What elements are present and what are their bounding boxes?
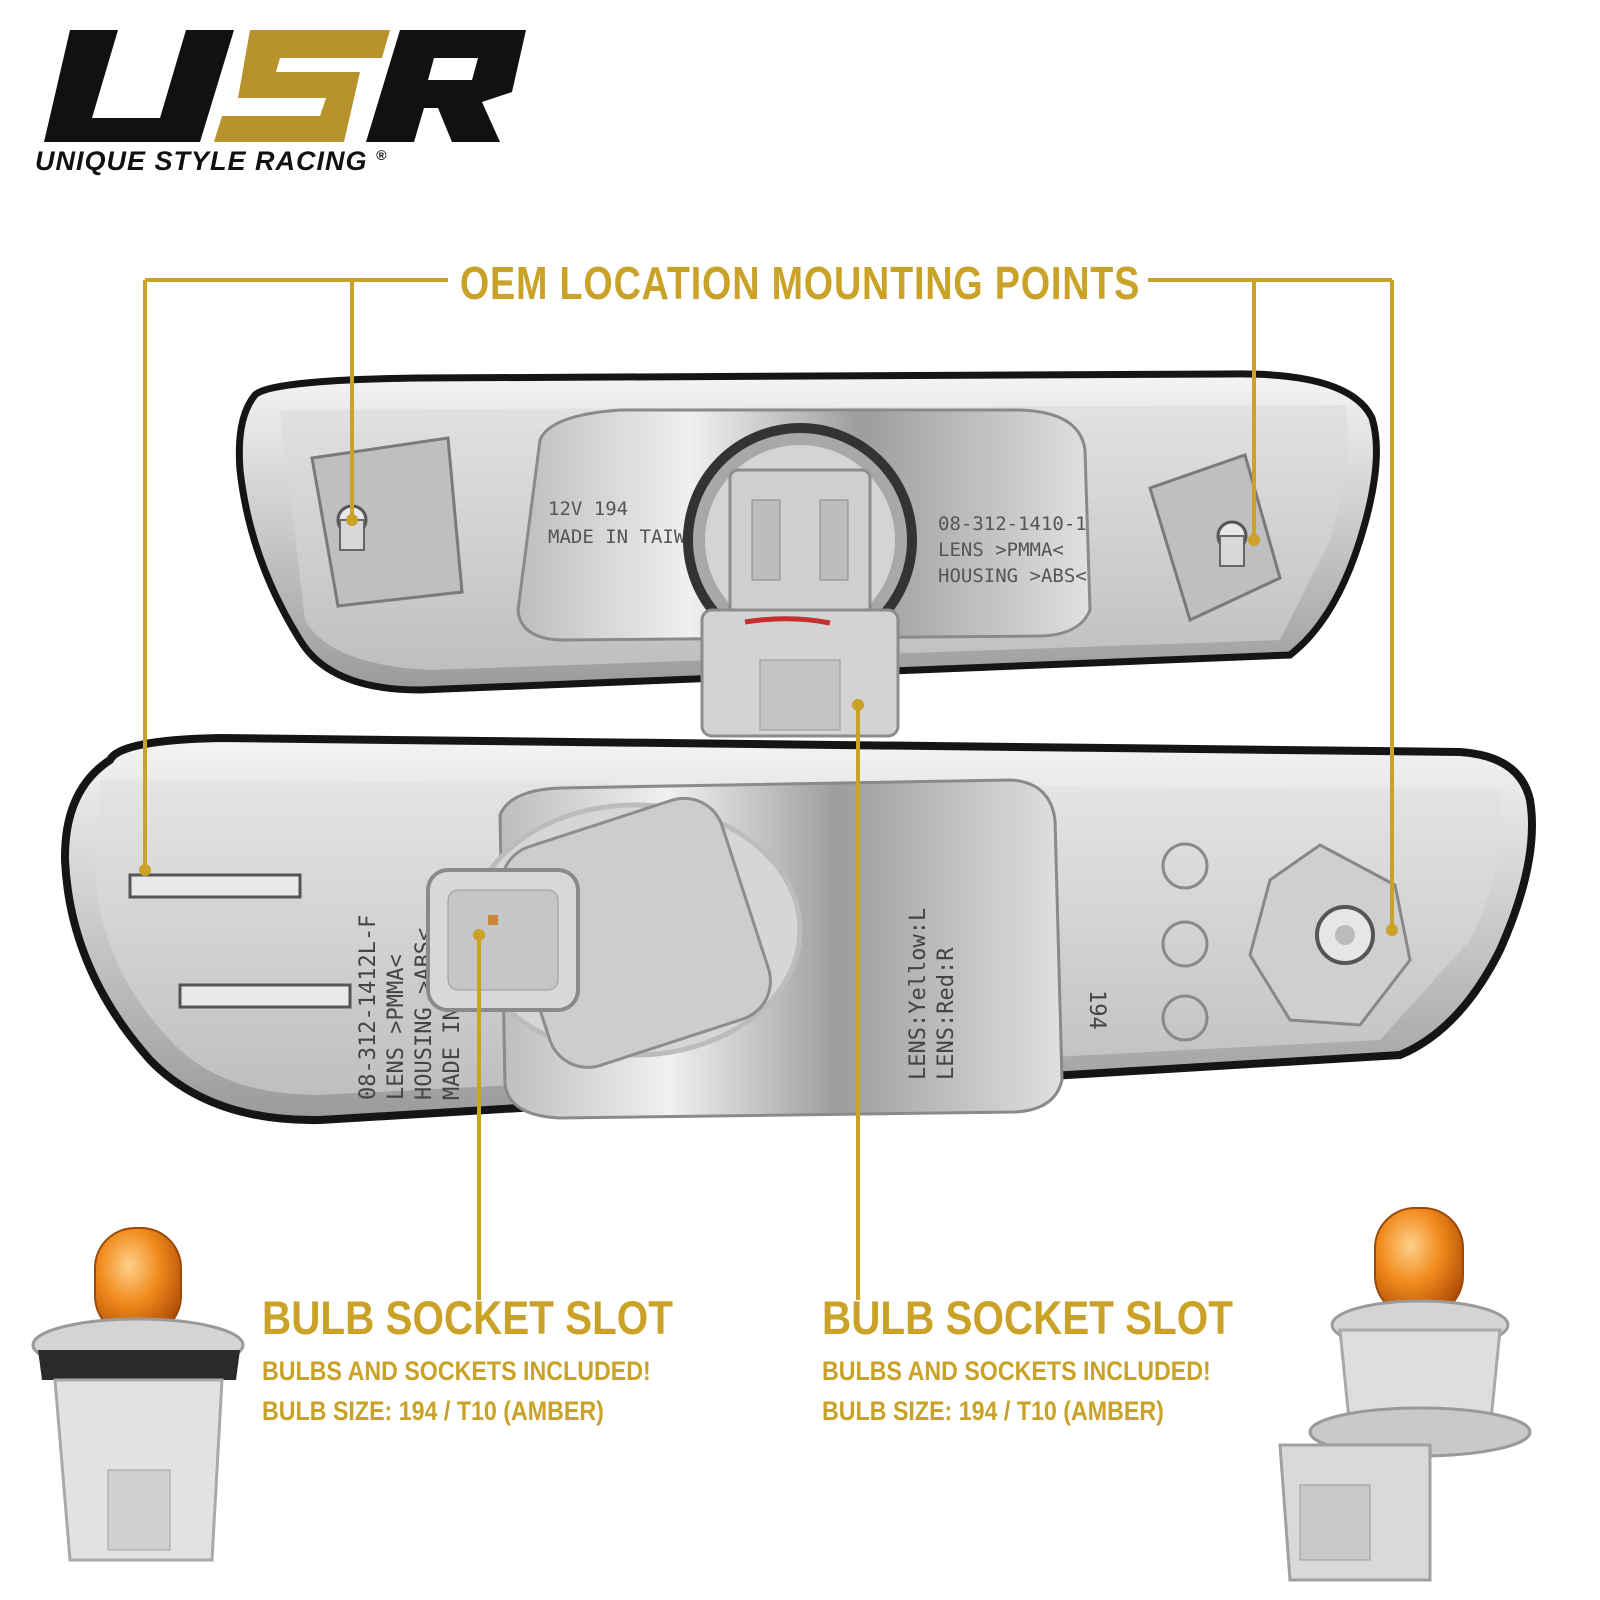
left-socket-title: BULB SOCKET SLOT [262, 1291, 673, 1344]
top-left-mount-tab [310, 436, 464, 608]
right-socket-bulb-size: BULB SIZE: 194 / T10 (AMBER) [822, 1396, 1164, 1426]
left-socket-included-note: BULBS AND SOCKETS INCLUDED! [262, 1356, 651, 1386]
top-marking-c: 08-312-1410-1 [938, 513, 1087, 535]
top-lamp-markings: 12V 194 MADE IN TAIWAN 08-312-1410-1 LEN… [548, 498, 1087, 587]
usr-logo [44, 30, 526, 142]
right-mount-boss [1248, 843, 1412, 1027]
right-socket-included-note: BULBS AND SOCKETS INCLUDED! [822, 1356, 1211, 1386]
usr-logo-mark [44, 30, 526, 142]
bottom-marking-b: LENS >PMMA< [384, 954, 409, 1100]
bottom-marker-lamp: 08-312-1412L-F LENS >PMMA< HOUSING >ABS<… [60, 733, 1536, 1125]
bottom-marking-e: LENS:Yellow:L [906, 908, 931, 1080]
callout-leader-dots [139, 514, 1398, 941]
top-marking-e: HOUSING >ABS< [938, 565, 1087, 587]
right-socket-title: BULB SOCKET SLOT [822, 1291, 1233, 1344]
included-bulb-right [1278, 1207, 1532, 1582]
registered-mark: ® [376, 147, 388, 163]
left-socket-bulb-size: BULB SIZE: 194 / T10 (AMBER) [262, 1396, 604, 1426]
left-socket-callout: BULB SOCKET SLOT BULBS AND SOCKETS INCLU… [262, 1290, 740, 1431]
bottom-marking-f: LENS:Red:R [934, 947, 959, 1080]
left-mount-clip-lower [178, 983, 352, 1009]
bottom-marking-a: 08-312-1412L-F [356, 915, 381, 1100]
date-stamp-circles [1161, 842, 1209, 1042]
left-mount-clip-upper [128, 873, 302, 899]
brand-name: UNIQUE STYLE RACING ® [35, 146, 388, 176]
bottom-marking-g: 194 [1084, 990, 1109, 1030]
top-right-mount-tab [1148, 453, 1282, 623]
top-marking-d: LENS >PMMA< [938, 539, 1064, 561]
top-bulb-socket [683, 423, 917, 738]
mounting-points-heading: OEM LOCATION MOUNTING POINTS [459, 257, 1141, 309]
top-marker-lamp: 12V 194 MADE IN TAIWAN 08-312-1410-1 LEN… [235, 370, 1380, 738]
gasket-left [38, 1350, 240, 1380]
right-socket-callout: BULB SOCKET SLOT BULBS AND SOCKETS INCLU… [822, 1290, 1300, 1431]
callout-leader-lines [143, 278, 1394, 1300]
bottom-bulb-socket [426, 796, 803, 1069]
included-bulb-left [31, 1227, 245, 1562]
top-marking-a: 12V 194 [548, 498, 628, 520]
top-marking-b: MADE IN TAIWAN [548, 526, 708, 548]
